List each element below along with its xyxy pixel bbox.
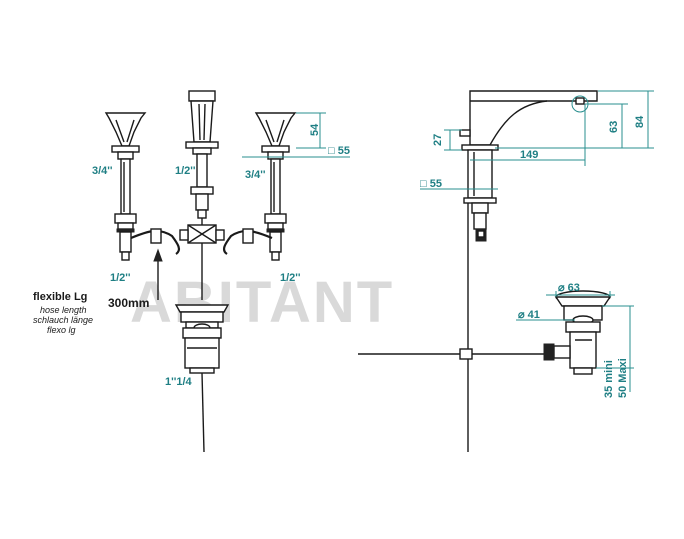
hose-note-line: hose length — [40, 305, 87, 315]
watermark: ABITANT — [130, 270, 394, 335]
hose-note: flexible Lg hose length schlauch länge f… — [33, 291, 149, 335]
drain-outer-diameter-value: ⌀ 63 — [558, 282, 580, 294]
dimension-spout-reach: 149 — [470, 104, 586, 166]
dimension-handle-height: 54 — [296, 112, 326, 149]
right-inlet-size-label: 1/2'' — [280, 272, 301, 284]
drain-size-label: 1''1/4 — [165, 376, 193, 388]
dimension-total-height: 84 — [598, 90, 654, 149]
dimension-drain-inner: ⌀ 41 — [516, 309, 575, 321]
dimension-base-height: 27 — [432, 129, 462, 151]
dimension-square-right: □ 55 — [242, 145, 350, 158]
spout-reach-value: 149 — [520, 149, 538, 161]
dimension-drain-outer: ⌀ 63 — [546, 282, 615, 297]
hose-note-title: flexible Lg — [33, 291, 87, 303]
side-drain — [543, 290, 612, 375]
square-left-value: □ 55 — [420, 178, 442, 190]
hose-note-line: schlauch länge — [33, 315, 93, 325]
right-handle — [254, 112, 297, 261]
left-handle — [104, 112, 147, 261]
center-spout — [185, 90, 219, 219]
side-view-spout: 27 149 □ 55 63 84 — [358, 90, 654, 452]
drain-inner-diameter-value: ⌀ 41 — [518, 309, 540, 321]
left-inlet-size-label: 1/2'' — [110, 272, 131, 284]
drain-min-value: 35 mini — [603, 360, 615, 398]
hose-length-label: 300mm — [108, 296, 149, 310]
base-height-value: 27 — [432, 134, 444, 146]
right-riser-size-label: 3/4'' — [245, 169, 266, 181]
dimension-outlet-height: 63 — [495, 95, 628, 149]
hose-length-arrow — [153, 248, 163, 300]
pop-up-drain — [174, 304, 230, 453]
dimension-square-left: □ 55 — [420, 178, 498, 190]
hose-note-line: flexo lg — [47, 325, 76, 335]
square-right-value: □ 55 — [328, 145, 350, 157]
total-height-value: 84 — [634, 115, 646, 128]
center-size-label: 1/2'' — [175, 165, 196, 177]
drain-max-value: 50 Maxi — [617, 358, 629, 398]
dimension-drain-range: 35 mini 50 Maxi — [596, 305, 634, 398]
outlet-height-value: 63 — [608, 121, 620, 133]
front-view-tap-set: 3/4'' 1/2'' 3/4'' 1/2'' 1/2'' 1''1/4 fle… — [33, 90, 350, 453]
left-riser-size-label: 3/4'' — [92, 165, 113, 177]
handle-height-value: 54 — [309, 123, 321, 136]
mixer-connection — [130, 218, 273, 300]
